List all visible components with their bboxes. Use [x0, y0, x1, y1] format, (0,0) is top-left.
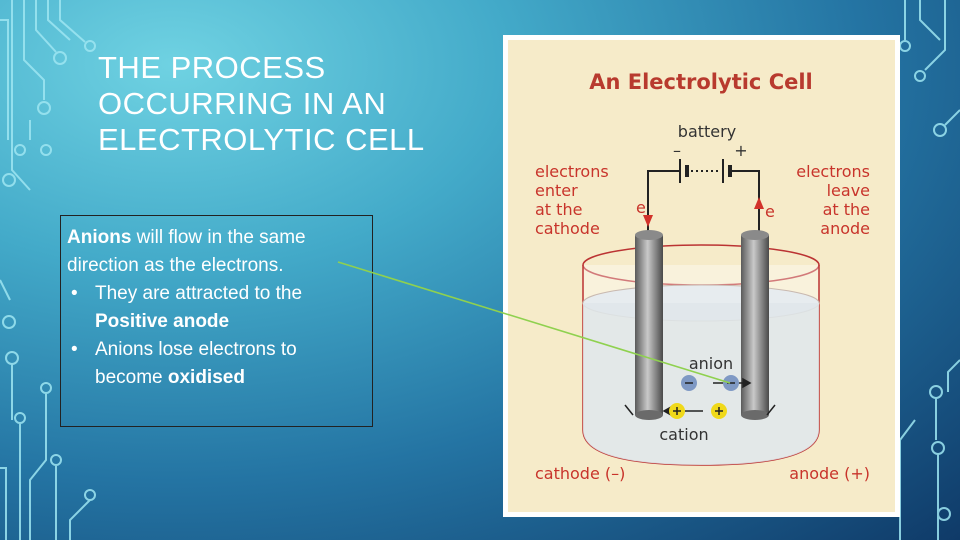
bullet-2-text: Anions lose electrons to become — [95, 339, 297, 388]
electron-flow-arrows — [643, 197, 764, 227]
diagram-svg: An Electrolytic Cell battery – + e — [508, 40, 895, 512]
anode-electrode — [741, 230, 769, 420]
svg-text:electrons: electrons — [796, 162, 870, 181]
svg-text:enter: enter — [535, 181, 578, 200]
svg-text:cathode: cathode — [535, 219, 600, 238]
intro-bold-term: Anions — [67, 227, 132, 248]
battery-minus-sign: – — [673, 141, 681, 160]
battery-label: battery — [678, 122, 736, 141]
anion-label: anion — [689, 354, 733, 373]
diagram-title: An Electrolytic Cell — [589, 70, 813, 94]
bullet-item-2: • Anions lose electrons to become oxidis… — [67, 336, 366, 392]
electron-symbol-right: e — [765, 202, 775, 221]
cathode-label: cathode (–) — [535, 464, 625, 483]
anode-label: anode (+) — [789, 464, 870, 483]
bullet-1-bold: Positive anode — [95, 311, 230, 332]
circuit-wires — [647, 170, 760, 231]
bullet-1-text: They are attracted to the — [95, 283, 303, 304]
title-line-1: THE PROCESS — [98, 50, 326, 85]
cathode-electrode — [635, 230, 663, 420]
bullet-item-1: • They are attracted to the Positive ano… — [67, 280, 366, 336]
intro-text: will flow in the same direction as the e… — [67, 227, 306, 276]
intro-paragraph: Anions will flow in the same direction a… — [67, 224, 366, 280]
svg-text:electrons: electrons — [535, 162, 609, 181]
explanation-text-box: Anions will flow in the same direction a… — [60, 215, 373, 427]
bullet-2-bold: oxidised — [167, 367, 245, 388]
bullet-icon: • — [71, 283, 78, 304]
electrons-enter-label: electrons enter at the cathode — [535, 162, 609, 238]
electrons-leave-label: electrons leave at the anode — [796, 162, 870, 238]
battery-plus-sign: + — [734, 141, 747, 160]
electrolytic-cell-diagram: An Electrolytic Cell battery – + e — [503, 35, 900, 517]
title-line-2: OCCURRING IN AN — [98, 86, 387, 121]
electron-symbol-left: e — [636, 198, 646, 217]
title-line-3: ELECTROLYTIC CELL — [98, 122, 425, 157]
cation-label: cation — [659, 425, 708, 444]
bullet-icon: • — [71, 339, 78, 360]
slide-title: THE PROCESS OCCURRING IN AN ELECTROLYTIC… — [98, 50, 488, 158]
svg-text:at the: at the — [535, 200, 582, 219]
cation-ions — [669, 403, 727, 419]
svg-text:anode: anode — [820, 219, 870, 238]
svg-text:leave: leave — [827, 181, 870, 200]
svg-text:at the: at the — [823, 200, 870, 219]
